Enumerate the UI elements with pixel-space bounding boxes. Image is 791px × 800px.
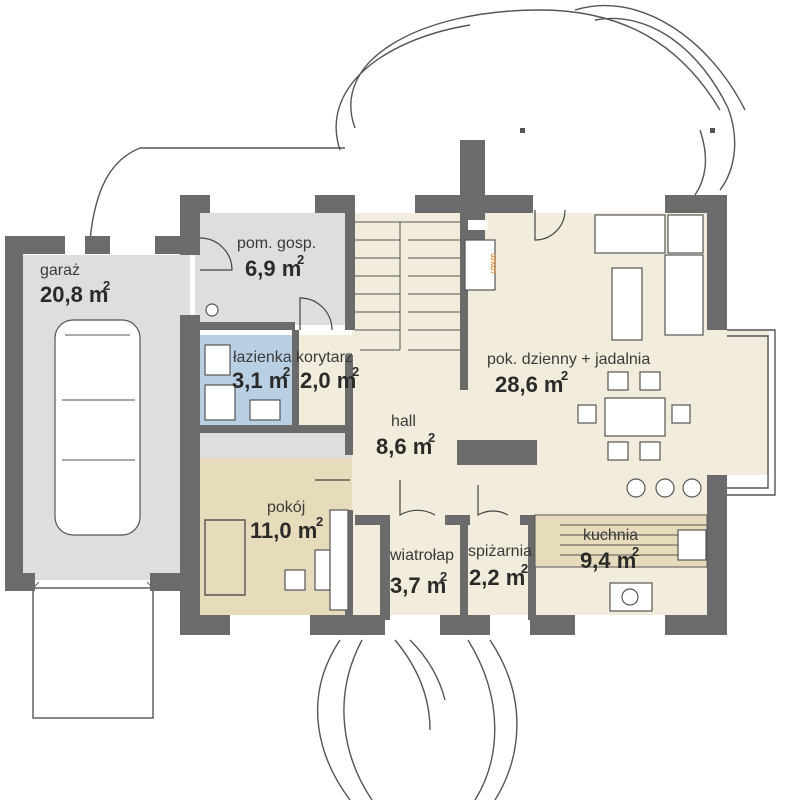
kitchen-name: kuchnia <box>583 527 638 544</box>
living-furniture <box>577 214 704 461</box>
corridor-area-sup: 2 <box>352 364 359 379</box>
hall-area: 8,6 m <box>376 434 432 459</box>
living-area: 28,6 m <box>495 372 564 397</box>
garage-area: 20,8 m <box>40 282 109 307</box>
corridor-name: korytarz <box>296 349 353 366</box>
kitchen-area-sup: 2 <box>632 544 639 559</box>
bay-window <box>727 329 776 496</box>
corridor-area: 2,0 m <box>300 368 356 393</box>
fireplace: § § <box>468 220 497 275</box>
bay-window-floor <box>707 330 769 475</box>
pantry-name: spiżarnia <box>468 543 532 560</box>
bathroom-area: 3,1 m <box>232 368 288 393</box>
bathroom-area-sup: 2 <box>283 364 290 379</box>
room-labels: garaż 20,8 m 2 pom. gosp. 6,9 m 2 łazien… <box>40 235 650 598</box>
staircase <box>355 221 496 351</box>
garage-name: garaż <box>40 262 80 279</box>
pantry-area-sup: 2 <box>521 561 528 576</box>
room-furniture <box>204 509 349 611</box>
kitchen-area: 9,4 m <box>580 548 636 573</box>
corridor-floor <box>292 335 352 425</box>
utility-area-sup: 2 <box>297 252 304 267</box>
hall-area-sup: 2 <box>428 430 435 445</box>
car <box>54 319 141 536</box>
room-name: pokój <box>267 499 305 516</box>
utility-floor <box>195 213 345 325</box>
svg-text:§: § <box>490 251 497 265</box>
garage-area-sup: 2 <box>103 278 110 293</box>
utility-area: 6,9 m <box>245 256 301 281</box>
vestibule-name: wiatrołap <box>389 547 454 564</box>
walls <box>5 140 727 635</box>
svg-text:§: § <box>490 261 497 275</box>
living-name: pok. dzienny + jadalnia <box>487 351 650 368</box>
vestibule-area: 3,7 m <box>390 573 446 598</box>
utility-name: pom. gosp. <box>237 235 316 252</box>
hall-name: hall <box>391 413 416 430</box>
bathroom-name: łazienka <box>233 349 292 366</box>
living-area-sup: 2 <box>561 368 568 383</box>
room-area-sup: 2 <box>316 514 323 529</box>
doors <box>199 209 566 517</box>
bathroom-fixtures <box>204 303 281 421</box>
kitchen-furniture <box>534 478 708 612</box>
room-area: 11,0 m <box>250 518 317 543</box>
pantry-area: 2,2 m <box>469 565 525 590</box>
vestibule-area-sup: 2 <box>440 569 447 584</box>
